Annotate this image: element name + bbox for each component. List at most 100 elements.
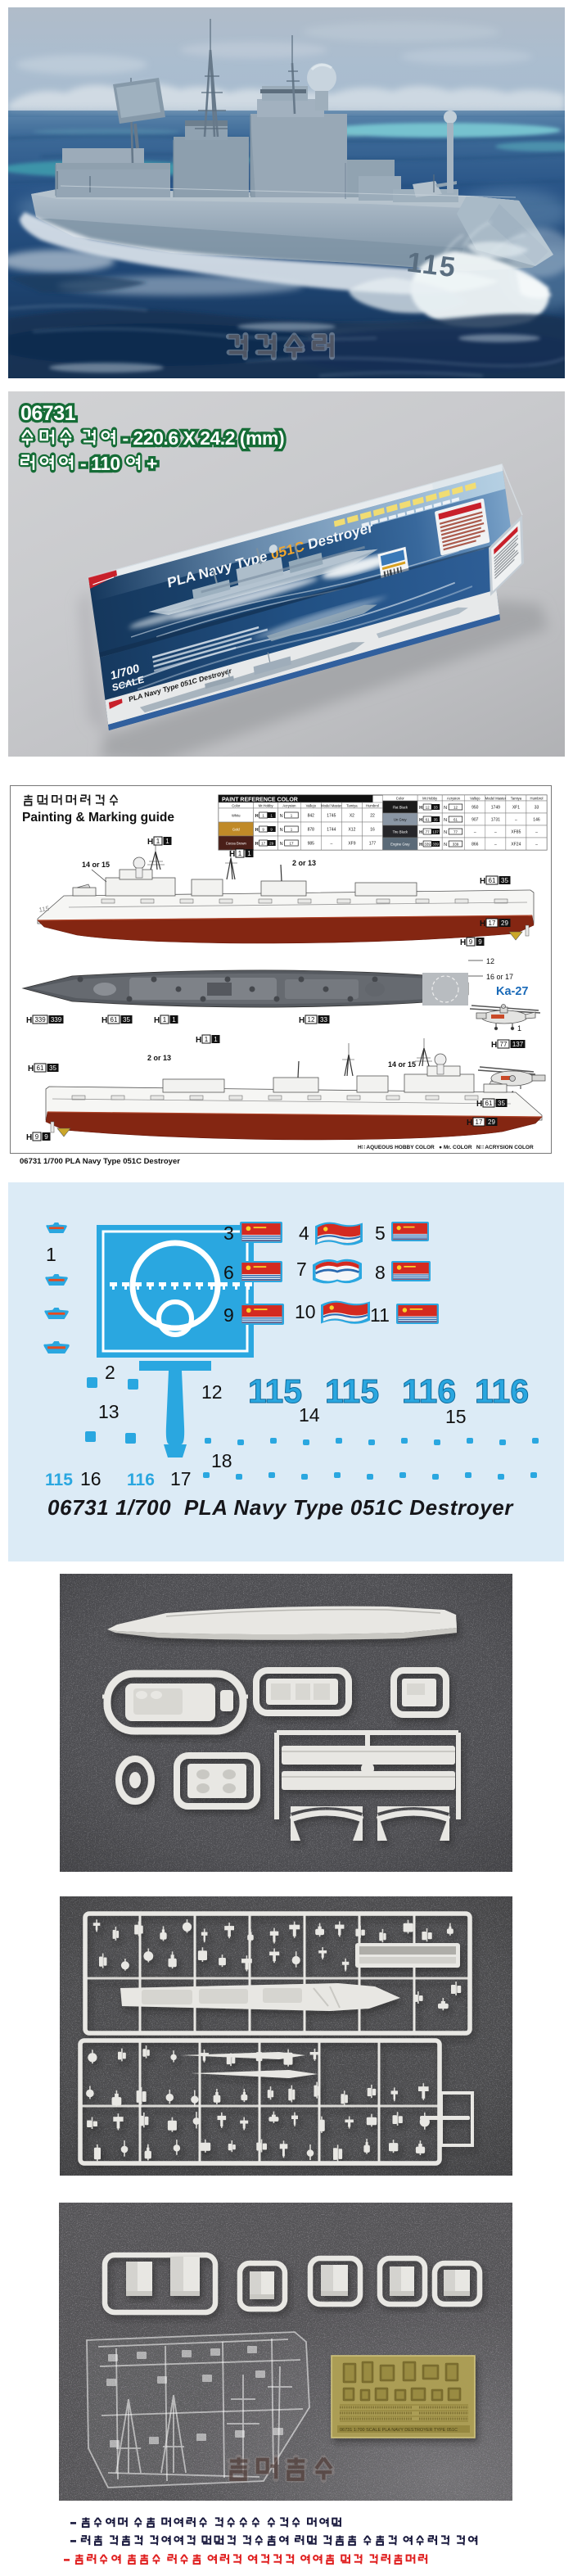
svg-text:–: – [494, 830, 497, 835]
svg-text:H: H [196, 1036, 201, 1045]
svg-text:866: 866 [471, 843, 479, 847]
svg-text:115: 115 [38, 905, 51, 914]
svg-text:339: 339 [432, 843, 439, 847]
svg-text:22: 22 [370, 814, 375, 819]
svg-text:339: 339 [34, 1016, 46, 1024]
svg-text:77: 77 [500, 1041, 508, 1048]
svg-text:N: N [444, 830, 447, 835]
svg-text:Mr.Hobby: Mr.Hobby [259, 804, 274, 808]
svg-text:1: 1 [291, 814, 293, 818]
svg-text:116: 116 [402, 1372, 456, 1410]
svg-text:33: 33 [434, 806, 439, 810]
svg-text:116: 116 [127, 1471, 155, 1489]
svg-text:H: H [26, 1133, 32, 1142]
svg-text:339: 339 [51, 1016, 62, 1024]
svg-text:1: 1 [172, 1016, 176, 1024]
svg-text:18: 18 [211, 1450, 232, 1471]
svg-text:XF1: XF1 [512, 806, 520, 811]
svg-text:9: 9 [223, 1304, 234, 1326]
svg-text:9: 9 [262, 828, 264, 832]
svg-text:17: 17 [476, 1119, 483, 1126]
svg-text:1: 1 [270, 814, 273, 818]
svg-text:H∷ AQUEOUS HOBBY COLOR ● Mr.: H∷ AQUEOUS HOBBY COLOR ● Mr. COLOR N∷ AC… [358, 1145, 534, 1150]
svg-text:17: 17 [289, 842, 294, 846]
svg-text:2 or 13: 2 or 13 [292, 859, 316, 867]
svg-text:8: 8 [375, 1262, 386, 1283]
svg-text:61: 61 [37, 1064, 44, 1072]
svg-text:29: 29 [269, 842, 274, 846]
svg-text:14: 14 [299, 1404, 320, 1426]
svg-text:878: 878 [308, 828, 315, 833]
svg-text:12: 12 [453, 806, 458, 810]
svg-text:H: H [255, 814, 259, 819]
svg-text:137: 137 [512, 1041, 524, 1048]
svg-text:1: 1 [165, 838, 169, 845]
svg-text:H: H [229, 850, 235, 859]
svg-text:77: 77 [426, 830, 431, 834]
svg-text:Tamiya: Tamiya [511, 797, 522, 801]
svg-text:Engine Gray: Engine Gray [390, 843, 410, 847]
svg-text:H: H [491, 1041, 497, 1050]
svg-text:White: White [232, 814, 241, 818]
svg-text:14 or 15: 14 or 15 [82, 861, 110, 869]
svg-text:Acrysion: Acrysion [447, 797, 461, 801]
svg-text:H: H [480, 920, 485, 929]
svg-text:17: 17 [170, 1468, 192, 1489]
svg-text:17: 17 [489, 920, 496, 927]
svg-text:H: H [26, 1016, 32, 1025]
svg-text:Tamiya: Tamiya [346, 804, 358, 808]
svg-text:XF85: XF85 [511, 830, 521, 835]
svg-text:H: H [255, 842, 259, 847]
svg-text:137: 137 [432, 830, 439, 834]
svg-text:–: – [474, 830, 476, 835]
svg-text:1744: 1744 [327, 828, 336, 833]
svg-text:1745: 1745 [327, 814, 336, 819]
svg-text:–: – [494, 843, 497, 847]
svg-text:35: 35 [434, 818, 439, 822]
svg-text:116: 116 [475, 1372, 529, 1410]
svg-text:12: 12 [201, 1381, 223, 1403]
svg-text:- 110: - 110 [80, 453, 120, 474]
svg-text:1: 1 [238, 850, 242, 857]
svg-text:Mr.Hobby: Mr.Hobby [422, 797, 438, 801]
svg-text:12: 12 [486, 957, 494, 965]
svg-text:12: 12 [426, 806, 431, 810]
svg-text:N: N [444, 818, 447, 823]
svg-text:12: 12 [308, 1016, 315, 1024]
svg-text:985: 985 [308, 842, 315, 847]
svg-text:9: 9 [35, 1133, 39, 1141]
svg-text:- 220.6 X 24.2 (mm): - 220.6 X 24.2 (mm) [123, 427, 285, 449]
svg-text:N: N [280, 814, 283, 819]
svg-text:5: 5 [375, 1222, 386, 1244]
svg-text:61: 61 [453, 818, 458, 822]
svg-text:H: H [480, 877, 485, 886]
svg-text:N: N [444, 843, 447, 847]
svg-text:29: 29 [501, 920, 508, 927]
svg-text:4: 4 [299, 1222, 309, 1244]
svg-text:33: 33 [320, 1016, 327, 1024]
svg-text:H: H [299, 1016, 305, 1025]
svg-text:61: 61 [489, 877, 496, 884]
svg-text:N: N [444, 806, 447, 811]
svg-text:Color: Color [232, 804, 241, 808]
svg-text:339: 339 [453, 843, 459, 847]
svg-text:–: – [330, 842, 332, 847]
svg-text:Color: Color [396, 797, 405, 801]
svg-text:Vallejo: Vallejo [470, 797, 481, 801]
svg-text:115: 115 [45, 1471, 73, 1489]
svg-text:H: H [476, 1100, 482, 1109]
svg-text:06731 1/700 PLA Navy Type 051C: 06731 1/700 PLA Navy Type 051C Destroyer [20, 1157, 180, 1166]
svg-text:2: 2 [105, 1362, 115, 1383]
svg-text:35: 35 [501, 877, 508, 884]
svg-text:10: 10 [295, 1301, 316, 1322]
svg-text:950: 950 [471, 806, 479, 811]
svg-text:17: 17 [261, 842, 266, 846]
svg-text:1749: 1749 [491, 806, 500, 811]
svg-text:1731: 1731 [491, 818, 500, 823]
svg-text:177: 177 [369, 842, 377, 847]
svg-text:1: 1 [517, 1024, 521, 1033]
svg-text:Un Gray: Un Gray [394, 818, 407, 822]
svg-text:+: + [147, 453, 157, 474]
svg-text:1: 1 [214, 1036, 218, 1043]
svg-text:N: N [280, 842, 283, 847]
